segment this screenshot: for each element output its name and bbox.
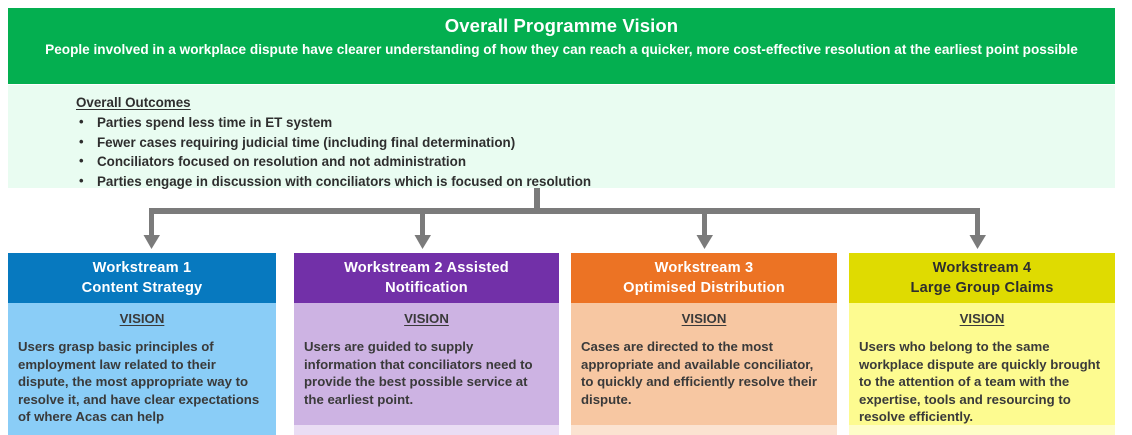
workstream-1-header: Workstream 1 Content Strategy — [8, 253, 276, 303]
workstream-3-vision-text: Cases are directed to the most appropria… — [581, 339, 817, 407]
list-item: • Conciliators focused on resolution and… — [76, 152, 1115, 172]
overall-programme-vision-banner: Overall Programme Vision People involved… — [8, 8, 1115, 84]
workstream-2-title-line-2: Notification — [385, 280, 468, 296]
workstream-2-title-line-1: Workstream 2 Assisted — [344, 260, 509, 276]
list-item-label: Conciliators focused on resolution and n… — [97, 154, 467, 169]
workstream-3-body: VISION Cases are directed to the most ap… — [571, 303, 837, 425]
connector-bus — [149, 208, 980, 214]
workstream-1-title-line-2: Content Strategy — [81, 280, 203, 296]
bullet-icon: • — [79, 114, 84, 129]
bullet-icon: • — [79, 133, 84, 149]
workstream-3-title-line-1: Workstream 3 — [654, 260, 754, 276]
connector-arrow-3 — [696, 208, 713, 249]
workstream-card-3[interactable]: Workstream 3 Optimised Distribution VISI… — [571, 253, 837, 435]
workstream-3-header: Workstream 3 Optimised Distribution — [571, 253, 837, 303]
list-item-label: Parties engage in discussion with concil… — [97, 173, 592, 189]
list-item: • Parties spend less time in ET system — [76, 113, 1115, 133]
connector-arrow-1 — [143, 208, 160, 249]
connector-stem — [534, 188, 540, 210]
connector-arrow-2 — [414, 208, 431, 249]
workstream-1-vision-label: VISION — [119, 311, 165, 326]
workstream-card-2[interactable]: Workstream 2 Assisted Notification VISIO… — [294, 253, 559, 435]
vision-banner-title: Overall Programme Vision — [444, 15, 679, 36]
overall-outcomes-heading: Overall Outcomes — [76, 95, 191, 110]
workstream-2-body: VISION Users are guided to supply inform… — [294, 303, 559, 425]
branching-connector — [143, 188, 986, 249]
connector-arrow-4 — [969, 208, 986, 249]
workstream-4-header: Workstream 4 Large Group Claims — [849, 253, 1115, 303]
workstream-2-vision-text: Users are guided to supply information t… — [304, 339, 533, 407]
workstream-card-4[interactable]: Workstream 4 Large Group Claims VISION U… — [849, 253, 1115, 435]
workstream-4-title-line-2: Large Group Claims — [910, 280, 1054, 296]
workstream-2-header: Workstream 2 Assisted Notification — [294, 253, 559, 303]
workstream-4-vision-label: VISION — [959, 311, 1005, 326]
list-item: • Fewer cases requiring judicial time (i… — [76, 133, 1115, 153]
bullet-icon: • — [79, 172, 84, 188]
list-item-label: Parties spend less time in ET system — [97, 115, 333, 130]
workstream-4-footer-strip — [849, 425, 1115, 435]
workstream-card-row: Workstream 1 Content Strategy VISION Use… — [0, 253, 1132, 435]
workstream-card-1[interactable]: Workstream 1 Content Strategy VISION Use… — [8, 253, 276, 435]
workstream-4-body: VISION Users who belong to the same work… — [849, 303, 1115, 425]
vision-banner-subtitle: People involved in a workplace dispute h… — [45, 42, 1078, 57]
workstream-2-vision-label: VISION — [404, 311, 449, 326]
workstream-1-title-line-1: Workstream 1 — [92, 260, 192, 276]
workstream-4-title-line-1: Workstream 4 — [932, 260, 1032, 276]
workstream-3-footer-strip — [571, 425, 837, 435]
overall-outcomes-list: • Parties spend less time in ET system •… — [76, 113, 1115, 191]
workstream-3-title-line-2: Optimised Distribution — [623, 280, 785, 296]
bullet-icon: • — [79, 153, 84, 168]
workstream-1-body: VISION Users grasp basic principles of e… — [8, 303, 276, 435]
workstream-1-vision-text: Users grasp basic principles of employme… — [18, 339, 260, 425]
workstream-4-vision-text: Users who belong to the same workplace d… — [859, 339, 1101, 425]
list-item-label: Fewer cases requiring judicial time (inc… — [97, 134, 516, 150]
overall-outcomes-panel: Overall Outcomes • Parties spend less ti… — [8, 85, 1115, 191]
workstream-2-footer-strip — [294, 425, 559, 435]
workstream-3-vision-label: VISION — [681, 311, 727, 326]
list-item: • Parties engage in discussion with conc… — [76, 172, 1115, 192]
